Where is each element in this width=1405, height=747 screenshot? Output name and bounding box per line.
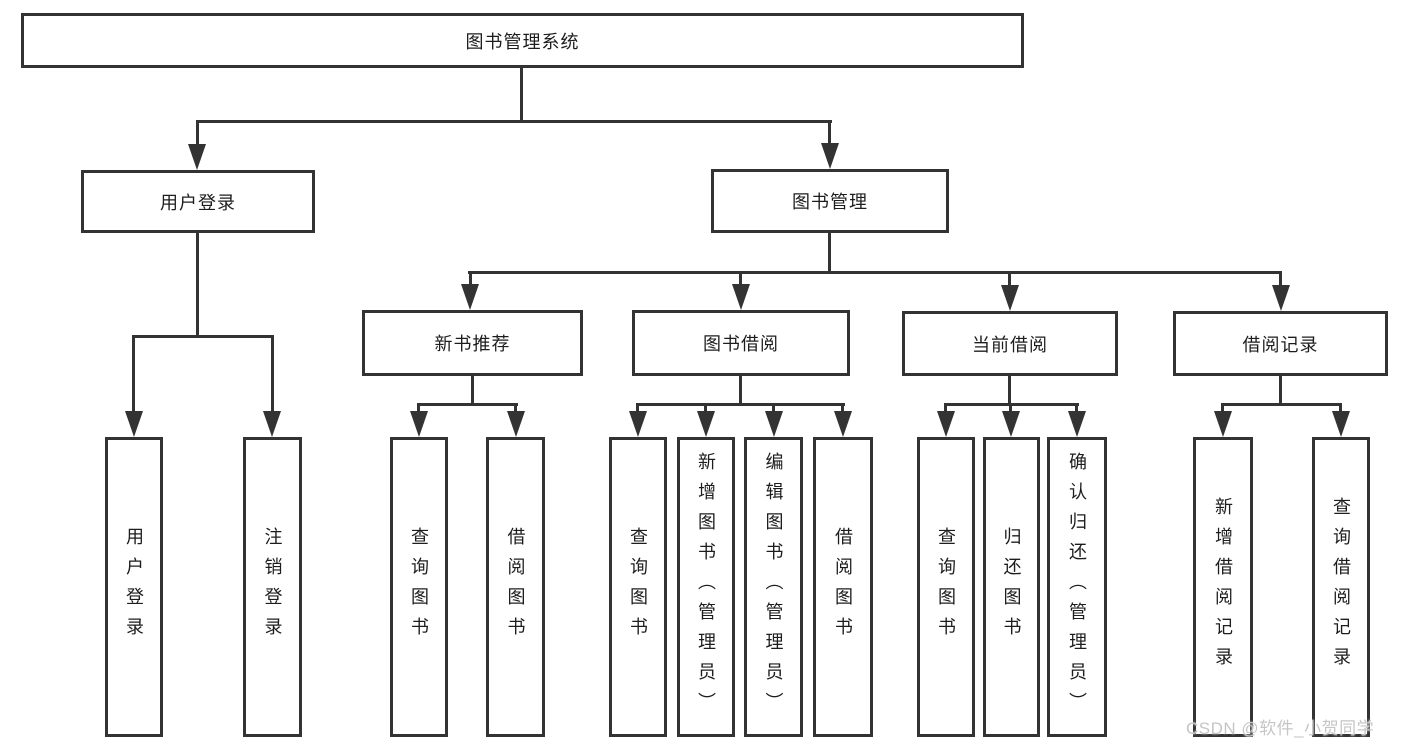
connector-nbr-c2 (514, 403, 517, 417)
connector-bb-c3 (772, 403, 775, 417)
connector-br-rail (1222, 403, 1342, 406)
leaf-query-books-borrowing: 查询图书 (609, 437, 667, 737)
leaf-add-borrow-record: 新增借阅记录 (1193, 437, 1253, 737)
node-library-management-system: 图书管理系统 (21, 13, 1024, 68)
leaf-add-books-admin: 新增图书（管理员） (677, 437, 735, 737)
arrowhead-bb-c2 (697, 411, 715, 437)
node-book-management: 图书管理 (711, 169, 949, 233)
connector-bb-rail (637, 403, 845, 406)
connector-bookmgmt-rail (468, 271, 1282, 274)
node-new-book-recommend: 新书推荐 (362, 310, 583, 376)
arrowhead-br-c1 (1214, 411, 1232, 437)
arrowhead-current-borrow (1001, 285, 1019, 311)
arrowhead-login-leaf (125, 411, 143, 437)
arrowhead-user-login (188, 144, 206, 170)
connector-cb-c3 (1075, 403, 1078, 417)
arrowhead-book-borrow (732, 284, 750, 310)
connector-root-stub (520, 68, 523, 122)
leaf-query-borrow-record: 查询借阅记录 (1312, 437, 1370, 737)
connector-bb-c2 (704, 403, 707, 417)
connector-to-borrow-record (1279, 271, 1282, 291)
connector-bookmgmt-stub (828, 233, 831, 274)
leaf-logout: 注销登录 (243, 437, 302, 737)
node-current-borrowing: 当前借阅 (902, 311, 1118, 376)
connector-br-c1 (1221, 403, 1224, 417)
arrowhead-cb-c2 (1002, 411, 1020, 437)
connector-to-user-login (196, 120, 199, 164)
arrowhead-br-c2 (1332, 411, 1350, 437)
connector-br-stub (1279, 376, 1282, 406)
connector-to-logout-leaf (271, 335, 274, 413)
arrowhead-book-mgmt (821, 143, 839, 169)
leaf-edit-books-admin: 编辑图书（管理员） (744, 437, 803, 737)
connector-cb-rail (945, 403, 1079, 406)
leaf-confirm-return-admin: 确认归还（管理员） (1047, 437, 1107, 737)
connector-to-current-borrow (1008, 271, 1011, 291)
arrowhead-bb-c3 (765, 411, 783, 437)
connector-cb-stub (1008, 376, 1011, 406)
leaf-query-books-recommend: 查询图书 (390, 437, 448, 737)
connector-bb-c1 (636, 403, 639, 417)
connector-cb-c1 (944, 403, 947, 417)
connector-to-login-leaf (132, 335, 135, 413)
connector-br-c2 (1339, 403, 1342, 417)
leaf-return-books: 归还图书 (983, 437, 1040, 737)
connector-bb-c4 (841, 403, 844, 417)
arrowhead-bb-c1 (629, 411, 647, 437)
arrowhead-cb-c1 (937, 411, 955, 437)
connector-root-rail (196, 120, 832, 123)
arrowhead-cb-c3 (1068, 411, 1086, 437)
connector-cb-c2 (1009, 403, 1012, 417)
connector-nbr-c1 (417, 403, 420, 417)
leaf-borrow-books: 借阅图书 (813, 437, 873, 737)
arrowhead-borrow-record (1272, 285, 1290, 311)
leaf-user-login: 用户登录 (105, 437, 163, 737)
arrowhead-nbr-c1 (410, 411, 428, 437)
connector-userlogin-stub (196, 233, 199, 337)
arrowhead-logout-leaf (263, 411, 281, 437)
leaf-query-books-current: 查询图书 (917, 437, 975, 737)
connector-to-book-mgmt (828, 120, 831, 163)
node-book-borrowing: 图书借阅 (632, 310, 850, 376)
connector-to-new-book-rec (469, 271, 472, 291)
arrowhead-new-book-rec (461, 284, 479, 310)
csdn-watermark: CSDN @软件_小贺同学 (1186, 719, 1375, 738)
node-borrowing-records: 借阅记录 (1173, 311, 1388, 376)
node-user-login: 用户登录 (81, 170, 315, 233)
connector-to-book-borrow (739, 271, 742, 291)
connector-nbr-stub (471, 376, 474, 406)
connector-userlogin-rail (133, 335, 274, 338)
leaf-borrow-books-recommend: 借阅图书 (486, 437, 545, 737)
connector-bb-stub (739, 376, 742, 406)
arrowhead-nbr-c2 (507, 411, 525, 437)
connector-nbr-rail (418, 403, 518, 406)
arrowhead-bb-c4 (834, 411, 852, 437)
